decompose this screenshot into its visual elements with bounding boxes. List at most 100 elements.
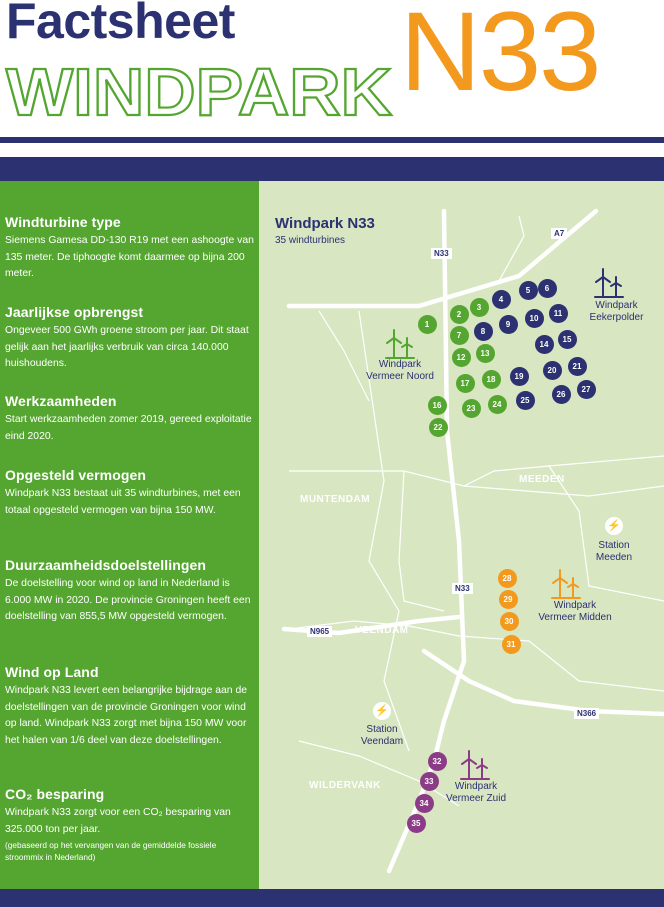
- section-sustainability-goals: Duurzaamheidsdoelstellingen De doelstell…: [5, 557, 255, 626]
- road-network: [281, 208, 664, 874]
- station-label-meeden: Station Meeden: [584, 540, 644, 564]
- section-works: Werkzaamheden Start werkzaamheden zomer …: [5, 393, 255, 445]
- wind-turbine-icon: [551, 569, 581, 599]
- road-label-n366: N366: [574, 708, 600, 719]
- local-road: [288, 620, 460, 637]
- turbine-marker: 23: [461, 398, 481, 418]
- section-text: Start werkzaamheden zomer 2019, gereed e…: [5, 414, 252, 442]
- section-text: Ongeveer 500 GWh groene stroom per jaar.…: [5, 325, 249, 369]
- info-panel: Windturbine type Siemens Gamesa DD-130 R…: [0, 181, 259, 889]
- header-rule: [0, 137, 664, 143]
- turbine-marker: 34: [414, 793, 434, 813]
- place-meeden: MEEDEN: [519, 474, 565, 485]
- local-road: [548, 465, 664, 602]
- section-text: Windpark N33 bestaat uit 35 windturbines…: [5, 488, 241, 516]
- section-text: Siemens Gamesa DD-130 R19 met een ashoog…: [5, 235, 254, 279]
- park-label-eekerpolder: Windpark Eekerpolder: [579, 300, 654, 324]
- turbine-marker: 13: [475, 343, 495, 363]
- local-road: [318, 310, 370, 402]
- section-title: Opgesteld vermogen: [5, 467, 147, 483]
- turbine-marker: 33: [419, 771, 439, 791]
- park-label-vermeer-zuid: Windpark Vermeer Zuid: [431, 781, 521, 805]
- park-label-line: Vermeer Zuid: [445, 793, 507, 804]
- section-title: CO₂ besparing: [5, 786, 105, 802]
- park-label-line: Windpark: [378, 359, 422, 370]
- park-label-line: Vermeer Midden: [538, 612, 612, 623]
- section-wind-on-land: Wind op Land Windpark N33 levert een bel…: [5, 664, 255, 749]
- turbine-marker: 15: [557, 329, 577, 349]
- place-veendam: VEENDAM: [355, 625, 409, 636]
- turbine-marker: 4: [491, 289, 511, 309]
- footer-band: [0, 889, 664, 907]
- station-label-line: Station: [366, 724, 398, 735]
- turbine-marker: 9: [498, 314, 518, 334]
- turbine-marker: 3: [469, 297, 489, 317]
- lightning-icon: ⚡: [373, 702, 391, 720]
- local-road: [458, 635, 664, 692]
- turbine-marker: 26: [551, 384, 571, 404]
- section-capacity: Opgesteld vermogen Windpark N33 bestaat …: [5, 467, 255, 519]
- park-label-line: Windpark: [454, 781, 498, 792]
- place-wildervank: WILDERVANK: [309, 780, 381, 791]
- turbine-marker: 24: [487, 394, 507, 414]
- local-road: [498, 215, 525, 282]
- turbine-marker: 20: [542, 360, 562, 380]
- section-co2-savings: CO₂ besparing Windpark N33 zorgt voor ee…: [5, 786, 255, 863]
- turbine-marker: 32: [427, 751, 447, 771]
- turbine-marker: 6: [537, 278, 557, 298]
- turbine-marker: 29: [498, 589, 518, 609]
- section-title: Werkzaamheden: [5, 393, 117, 409]
- turbine-marker: 25: [515, 390, 535, 410]
- park-label-line: Vermeer Noord: [366, 371, 434, 382]
- map-title: Windpark N33: [275, 215, 375, 232]
- turbine-marker: 1: [417, 314, 437, 334]
- turbine-marker: 18: [481, 369, 501, 389]
- station-label-veendam: Station Veendam: [352, 724, 412, 748]
- map: Windpark N33 35 windturbines N33 A7 N33 …: [259, 181, 664, 889]
- road-label-a7: A7: [551, 228, 568, 239]
- turbine-marker: 16: [427, 395, 447, 415]
- road-label-n33: N33: [431, 248, 452, 259]
- turbine-marker: 2: [449, 304, 469, 324]
- park-label-vermeer-noord: Windpark Vermeer Noord: [355, 359, 445, 383]
- page-title: Factsheet: [6, 0, 235, 49]
- road-label-n33-south: N33: [452, 583, 473, 594]
- wind-turbine-icon: [385, 329, 415, 359]
- turbine-marker: 8: [473, 321, 493, 341]
- local-road: [398, 470, 445, 612]
- station-label-line: Meeden: [595, 552, 633, 563]
- turbine-marker: 10: [524, 308, 544, 328]
- section-title: Jaarlijkse opbrengst: [5, 304, 144, 320]
- project-code: N33: [400, 0, 601, 114]
- lightning-icon: ⚡: [605, 517, 623, 535]
- wind-turbine-icon: [594, 268, 624, 298]
- local-road: [289, 470, 664, 497]
- turbine-marker: 27: [576, 379, 596, 399]
- park-label-line: Windpark: [553, 600, 597, 611]
- park-label-line: Eekerpolder: [589, 312, 644, 323]
- place-muntendam: MUNTENDAM: [300, 494, 371, 505]
- local-road: [358, 310, 410, 752]
- turbine-marker: 14: [534, 334, 554, 354]
- wind-turbine-icon: [460, 750, 490, 780]
- local-road: [463, 455, 664, 487]
- turbine-marker: 21: [567, 356, 587, 376]
- section-title: Duurzaamheidsdoelstellingen: [5, 557, 207, 573]
- local-road: [298, 740, 460, 807]
- turbine-marker: 22: [428, 417, 448, 437]
- road-label-n965: N965: [307, 626, 333, 637]
- station-label-line: Veendam: [360, 736, 404, 747]
- park-label-vermeer-midden: Windpark Vermeer Midden: [527, 600, 623, 624]
- section-text: De doelstelling voor wind op land in Ned…: [5, 578, 251, 622]
- subtitle-outline: WINDPARK: [5, 55, 393, 123]
- header-band: [0, 157, 664, 181]
- section-annual-yield: Jaarlijkse opbrengst Ongeveer 500 GWh gr…: [5, 304, 255, 373]
- section-turbine-type: Windturbine type Siemens Gamesa DD-130 R…: [5, 214, 255, 283]
- turbine-marker: 19: [509, 366, 529, 386]
- section-note: (gebaseerd op het vervangen van de gemid…: [5, 840, 217, 862]
- road-a7: [286, 208, 599, 309]
- section-title: Windturbine type: [5, 214, 121, 230]
- turbine-marker: 5: [518, 280, 538, 300]
- turbine-marker: 17: [455, 373, 475, 393]
- section-text: Windpark N33 levert een belangrijke bijd…: [5, 685, 248, 746]
